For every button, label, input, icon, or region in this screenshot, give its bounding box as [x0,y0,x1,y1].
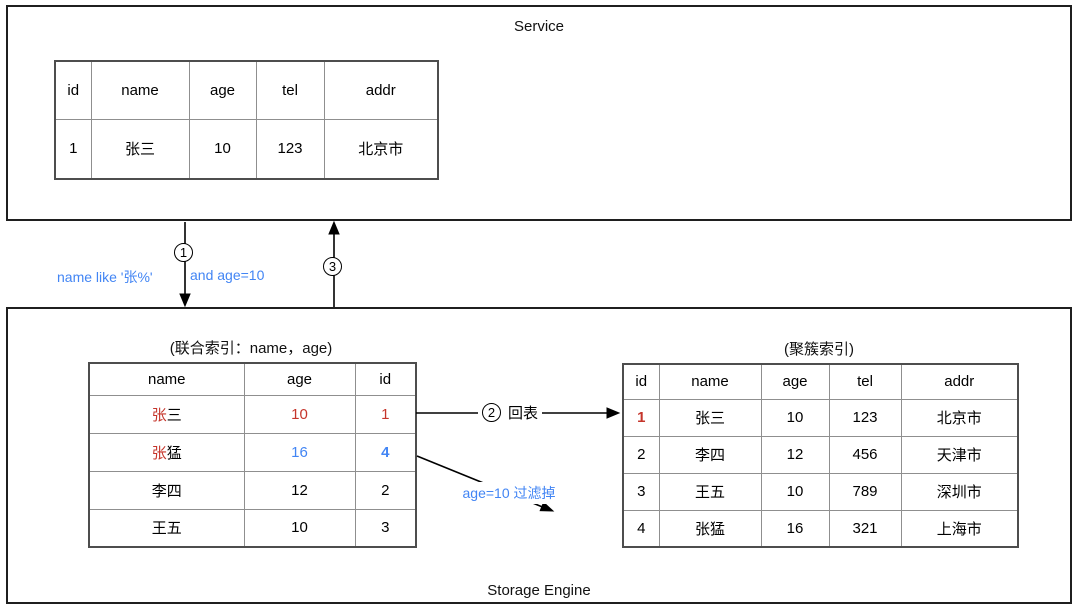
table-cell: 1 [622,398,660,437]
table-cell: 10 [243,394,356,434]
column-header: id [354,362,417,396]
column-header: age [760,363,830,400]
table-cell: 2 [622,435,660,474]
table-cell: 456 [828,435,902,474]
table-cell: 123 [828,398,902,437]
composite-index-caption: (联合索引：name，age) [169,340,333,357]
table-cell: 王五 [88,508,245,548]
table-cell: 321 [828,509,902,548]
table-cell: 天津市 [900,435,1019,474]
table-cell: 深圳市 [900,472,1019,511]
table-cell: 12 [243,470,356,510]
table-cell: 1 [54,118,92,180]
back-to-table-label: 2 回表 [478,402,543,423]
table-cell: 李四 [88,470,245,510]
table-cell: 123 [255,118,325,180]
table-cell: 李四 [658,435,762,474]
query-condition-left: name like '张%' [57,269,153,285]
column-header: addr [323,60,439,120]
table-cell: 10 [188,118,257,180]
column-header: name [88,362,245,396]
column-header: name [90,60,190,120]
column-header: name [658,363,762,400]
table-cell: 3 [354,508,417,548]
column-header: age [188,60,257,120]
clustered-index-caption: (聚簇索引) [784,341,854,358]
column-header: id [622,363,660,400]
column-header: id [54,60,92,120]
filter-out-label: age=10 过滤掉 [459,482,559,504]
table-cell: 上海市 [900,509,1019,548]
table-cell: 张猛 [658,509,762,548]
step-3-badge: 3 [323,257,342,276]
table-cell: 16 [760,509,830,548]
column-header: tel [255,60,325,120]
column-header: tel [828,363,902,400]
table-cell: 1 [354,394,417,434]
table-cell: 王五 [658,472,762,511]
table-cell: 北京市 [900,398,1019,437]
table-cell: 12 [760,435,830,474]
column-header: addr [900,363,1019,400]
table-cell: 4 [354,432,417,472]
service-box-label: Service [513,18,565,35]
table-cell: 张猛 [88,432,245,472]
back-to-table-text: 回表 [508,405,539,422]
table-cell: 3 [622,472,660,511]
table-cell: 16 [243,432,356,472]
table-cell: 10 [243,508,356,548]
table-cell: 2 [354,470,417,510]
table-cell: 张三 [658,398,762,437]
query-down-arrow [179,222,191,308]
table-cell: 北京市 [323,118,439,180]
table-cell: 789 [828,472,902,511]
table-cell: 张三 [88,394,245,434]
table-cell: 4 [622,509,660,548]
step-2-badge: 2 [482,403,501,422]
column-header: age [243,362,356,396]
table-cell: 10 [760,472,830,511]
table-cell: 张三 [90,118,190,180]
step-1-badge: 1 [174,243,193,262]
query-condition-right: and age=10 [190,267,265,283]
storage-engine-label: Storage Engine [487,582,591,599]
table-cell: 10 [760,398,830,437]
